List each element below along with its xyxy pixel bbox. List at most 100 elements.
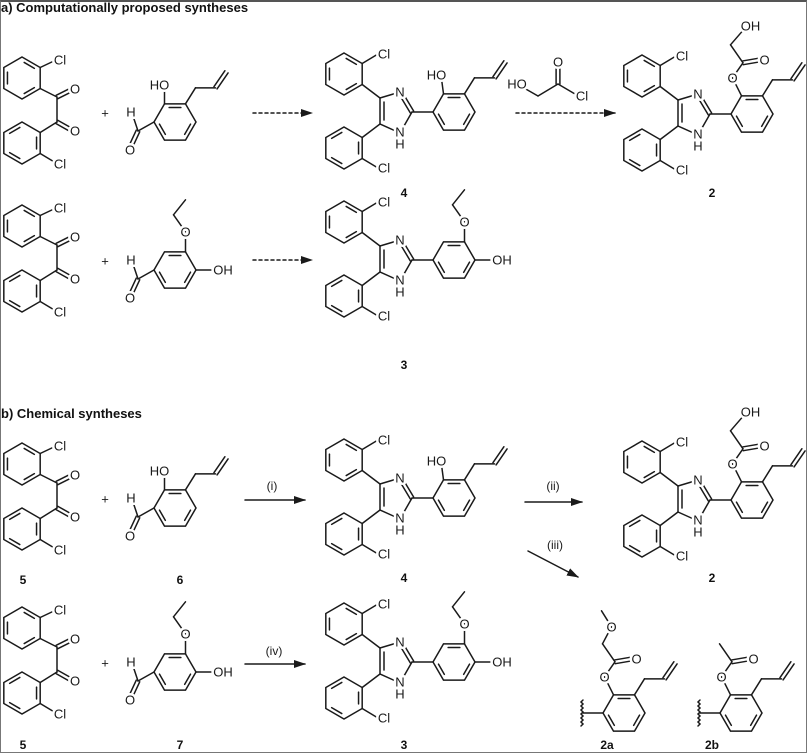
section-b-title: b) Chemical syntheses — [1, 406, 142, 421]
benzene-ring — [153, 653, 197, 691]
bond — [761, 79, 774, 97]
double-bond — [57, 669, 75, 681]
ring-double-bond — [330, 706, 343, 715]
double-bond — [57, 505, 75, 517]
bond — [659, 441, 677, 453]
bond — [659, 125, 679, 141]
double-bond — [614, 659, 634, 665]
double-bond — [131, 279, 141, 296]
double-bond — [741, 57, 761, 62]
double-bond — [695, 94, 710, 116]
bond — [697, 499, 711, 522]
nitrogen-label: N — [395, 85, 404, 100]
bond — [399, 259, 413, 282]
ring-double-bond — [735, 115, 744, 128]
ring-double-bond — [462, 261, 471, 274]
double-bond — [131, 131, 141, 148]
double-bond — [495, 448, 508, 466]
bond — [677, 93, 699, 101]
bond — [451, 591, 466, 608]
bond — [659, 511, 679, 527]
ring-double-bond — [628, 519, 641, 528]
oxygen-label: O — [70, 468, 80, 483]
double-bond — [695, 480, 710, 502]
benzene-ring — [325, 52, 363, 96]
ring-double-bond — [8, 676, 21, 685]
benzene-ring — [3, 507, 41, 551]
double-bond — [492, 445, 505, 464]
bond — [361, 201, 379, 213]
double-bond — [216, 72, 229, 90]
compound-label-4: 4 — [401, 186, 408, 200]
bond — [172, 199, 187, 216]
ring-double-bond — [607, 714, 616, 727]
bond — [132, 115, 139, 132]
hydroxyl-label: OH — [741, 18, 761, 33]
ring-double-bond — [23, 636, 36, 645]
compound-label-2a: 2a — [600, 738, 614, 752]
oxygen-label: O — [70, 82, 80, 97]
ring-double-bond — [345, 230, 358, 239]
attachment-point-wavy-line — [696, 699, 702, 727]
bond — [677, 511, 699, 522]
bond — [379, 641, 401, 649]
chlorine-label: Cl — [676, 435, 688, 450]
reagent-oxygen: O — [553, 55, 563, 70]
bond — [451, 204, 466, 223]
benzene-ring — [325, 200, 363, 244]
bond — [137, 507, 155, 518]
double-bond — [213, 69, 226, 88]
bond — [659, 159, 677, 171]
bond — [184, 473, 197, 491]
bond — [361, 123, 381, 139]
compound-label-6: 6 — [177, 573, 184, 587]
oxygen-label: O — [727, 456, 737, 471]
bond — [39, 445, 57, 455]
benzene-ring — [3, 671, 41, 715]
bond — [463, 463, 476, 481]
benzene-ring — [3, 269, 41, 313]
bond — [379, 271, 401, 282]
chlorine-label: Cl — [378, 711, 390, 726]
bond — [39, 207, 57, 217]
bond — [399, 661, 413, 684]
bond — [39, 59, 57, 69]
double-bond — [741, 443, 761, 448]
double-bond — [793, 450, 806, 468]
ring-double-bond — [462, 663, 471, 676]
ring-double-bond — [345, 205, 358, 214]
hydrogen-label: H — [395, 285, 404, 300]
bond — [39, 269, 58, 282]
ring-double-bond — [643, 59, 656, 68]
double-bond — [742, 60, 762, 66]
bond — [39, 507, 58, 520]
ring-double-bond — [643, 445, 656, 454]
ring-double-bond — [8, 701, 21, 710]
bond — [720, 676, 732, 696]
bond — [361, 83, 381, 99]
ring-double-bond — [330, 304, 343, 313]
double-bond — [128, 277, 138, 294]
bond — [39, 538, 57, 550]
double-bond — [55, 508, 73, 520]
benzene-ring — [623, 128, 661, 172]
ring-double-bond — [345, 468, 358, 477]
compound-label-2: 2 — [709, 571, 716, 585]
benzene-ring — [730, 95, 774, 133]
bond — [633, 678, 646, 696]
benzene-ring — [3, 606, 41, 650]
double-bond — [793, 64, 806, 82]
bond — [659, 545, 677, 557]
chlorine-label: Cl — [378, 309, 390, 324]
bond — [361, 439, 379, 451]
oxygen-label: O — [759, 52, 769, 67]
bond — [557, 83, 576, 95]
double-bond — [55, 636, 73, 647]
bond — [361, 53, 379, 65]
double-bond — [55, 86, 73, 97]
ring-double-bond — [23, 447, 36, 456]
oxygen-label: O — [748, 651, 758, 666]
double-bond — [397, 240, 412, 262]
benzene-ring — [3, 56, 41, 100]
bond — [761, 465, 774, 483]
